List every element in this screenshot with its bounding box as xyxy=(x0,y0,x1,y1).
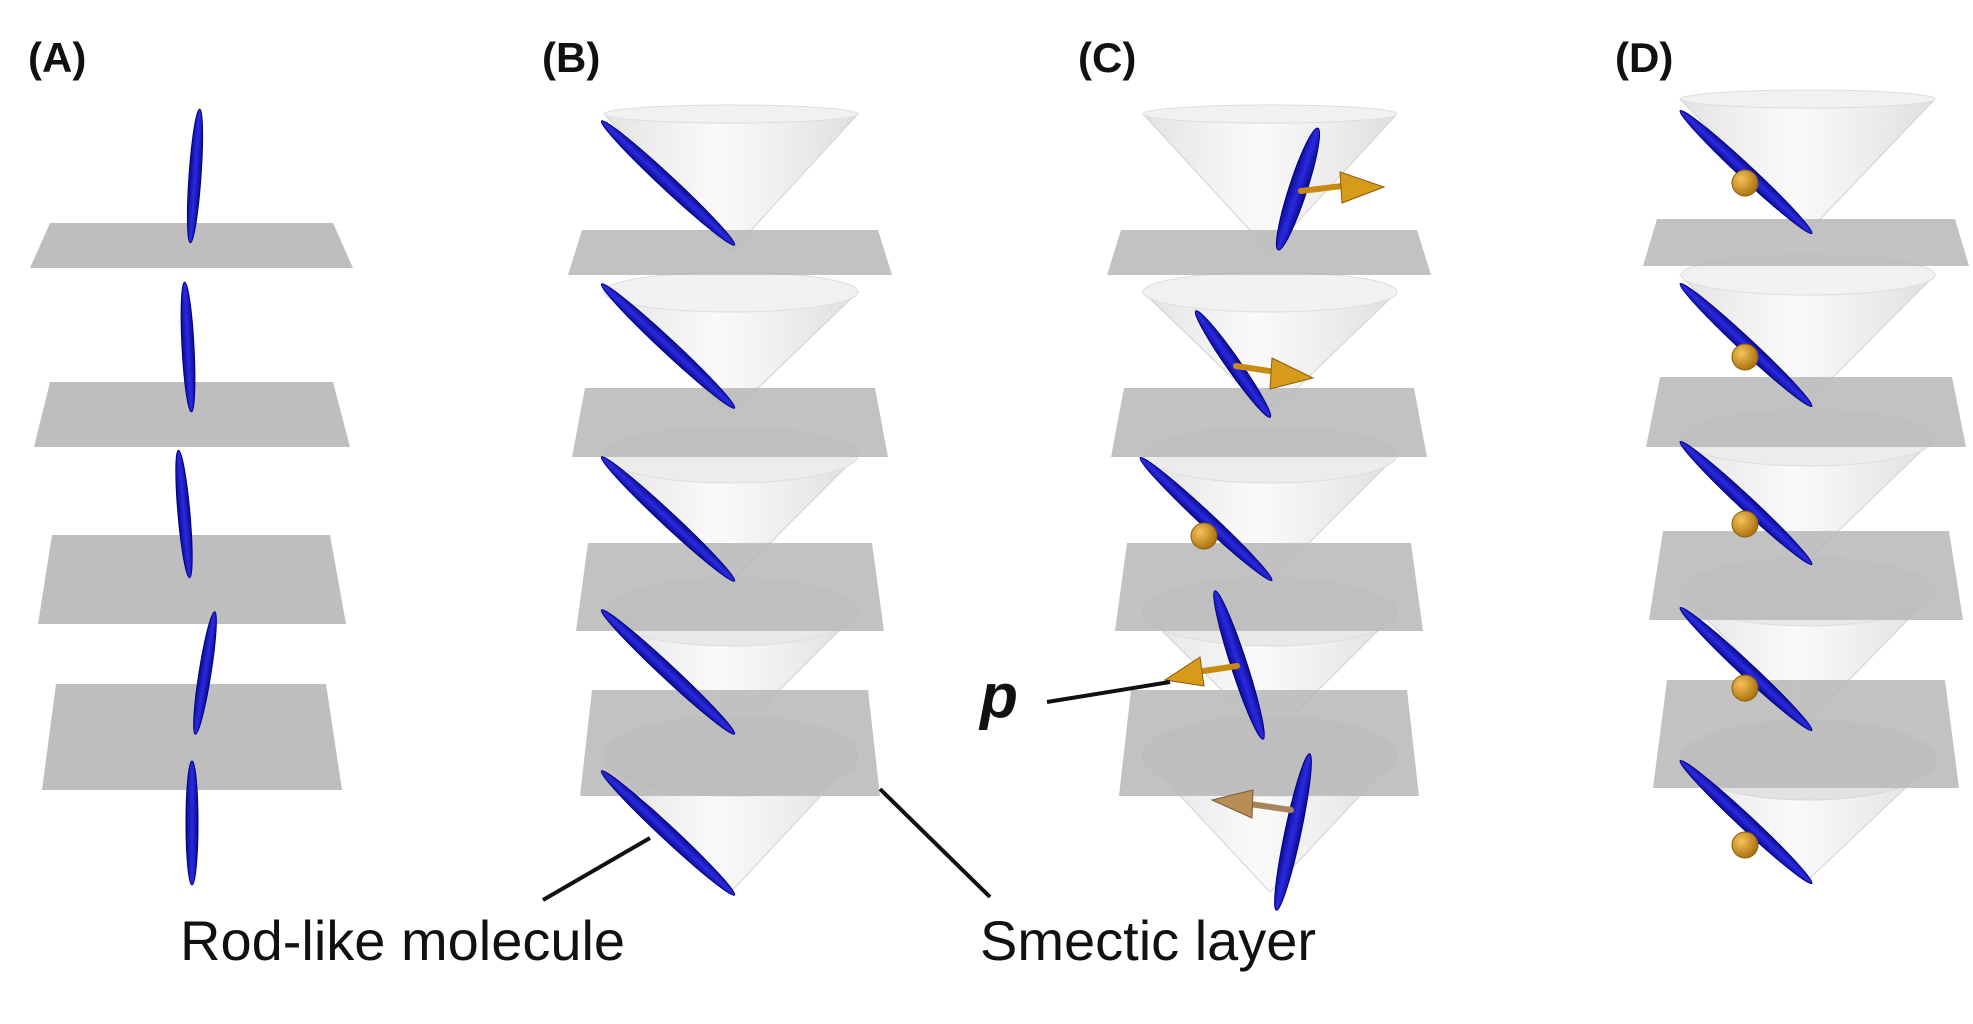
precession-cone xyxy=(1678,89,1937,233)
smectic-layer xyxy=(1653,680,1959,788)
panel-label-b: (B) xyxy=(542,34,600,81)
panel-label-c: (C) xyxy=(1078,34,1136,81)
rod-callout-label: Rod-like molecule xyxy=(180,909,625,972)
panel-a xyxy=(30,108,353,886)
polarization-arrow xyxy=(1210,789,1294,819)
precession-cone xyxy=(602,271,860,415)
rod-callout-line xyxy=(541,836,652,902)
rod-molecule xyxy=(600,770,736,896)
smectic-layer xyxy=(30,223,353,268)
smectic-layer xyxy=(1111,388,1427,457)
panel-label-a: (A) xyxy=(28,34,86,81)
smectic-layer xyxy=(34,382,350,447)
smectic-layer xyxy=(576,543,884,631)
smectic-layer xyxy=(568,230,892,275)
callouts: Rod-like molecule Smectic layer p xyxy=(180,662,1316,972)
polar-group-ball xyxy=(1731,343,1759,371)
polarization-arrow xyxy=(1163,656,1240,687)
rod-molecule xyxy=(1679,606,1813,732)
rod-molecule xyxy=(185,760,199,886)
polarization-arrow xyxy=(1233,357,1315,390)
smectic-layer xyxy=(1107,230,1431,275)
smectic-layer xyxy=(1643,219,1969,266)
smectic-layer xyxy=(1115,543,1423,631)
rod-molecule xyxy=(600,456,736,582)
rod-molecule xyxy=(1194,310,1272,418)
polarization-arrow xyxy=(1298,171,1386,204)
precession-cone xyxy=(1141,104,1399,253)
panel-b xyxy=(568,104,892,896)
rod-molecule xyxy=(193,611,217,735)
smectic-layer xyxy=(38,535,346,624)
rod-molecule xyxy=(1679,440,1813,566)
polarization-symbol: p xyxy=(978,662,1018,731)
polar-group-ball xyxy=(1190,522,1218,550)
layer-callout-line xyxy=(878,787,992,899)
panel-d xyxy=(1643,89,1969,885)
smectic-layer xyxy=(580,690,880,796)
layer-callout-label: Smectic layer xyxy=(980,909,1316,972)
rod-molecule xyxy=(600,283,736,409)
rod-molecule xyxy=(1679,759,1813,885)
polar-group-ball xyxy=(1731,674,1759,702)
polar-group-ball xyxy=(1731,831,1759,859)
smectic-layer xyxy=(42,684,342,790)
rod-molecule xyxy=(600,609,736,735)
smectic-layer xyxy=(1119,690,1419,796)
panel-c xyxy=(1107,104,1431,911)
polarization-callout-line xyxy=(1046,680,1171,704)
precession-cone xyxy=(602,104,860,253)
polar-group-ball xyxy=(1731,510,1759,538)
smectic-layer xyxy=(1646,377,1966,447)
rod-molecule xyxy=(175,449,193,579)
rod-molecule xyxy=(600,120,736,246)
polar-group-ball xyxy=(1731,169,1759,197)
panel-label-d: (D) xyxy=(1615,34,1673,81)
rod-molecule xyxy=(1274,753,1312,911)
smectic-layer xyxy=(1649,531,1963,620)
rod-molecule xyxy=(186,108,204,244)
rod-molecule xyxy=(180,281,196,413)
smectic-layer xyxy=(572,388,888,457)
